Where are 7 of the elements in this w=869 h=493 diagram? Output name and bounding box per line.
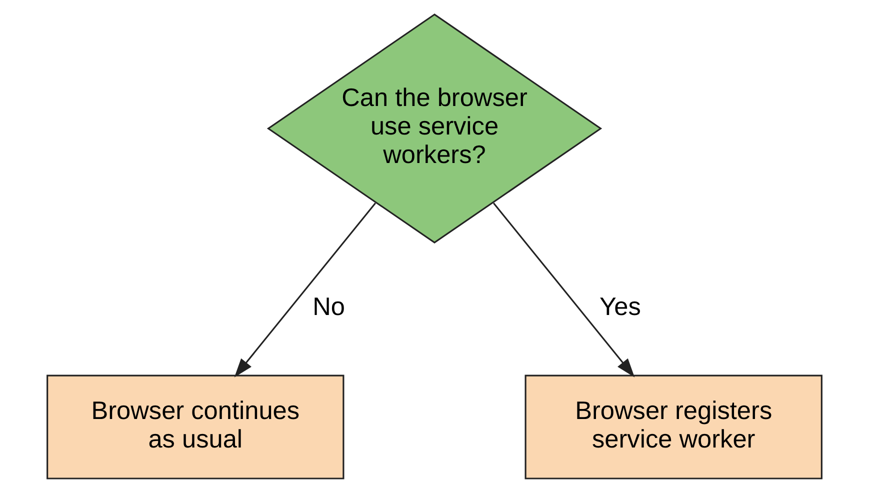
arrow (493, 202, 635, 378)
edge-label: Yes (600, 293, 641, 322)
node-box: Browser registers service worker (524, 374, 822, 480)
arrow (234, 202, 376, 378)
edge-label: No (312, 293, 346, 322)
node-diamond: Can the browser use service workers? (266, 14, 602, 244)
node-box: Browser continues as usual (46, 374, 344, 480)
